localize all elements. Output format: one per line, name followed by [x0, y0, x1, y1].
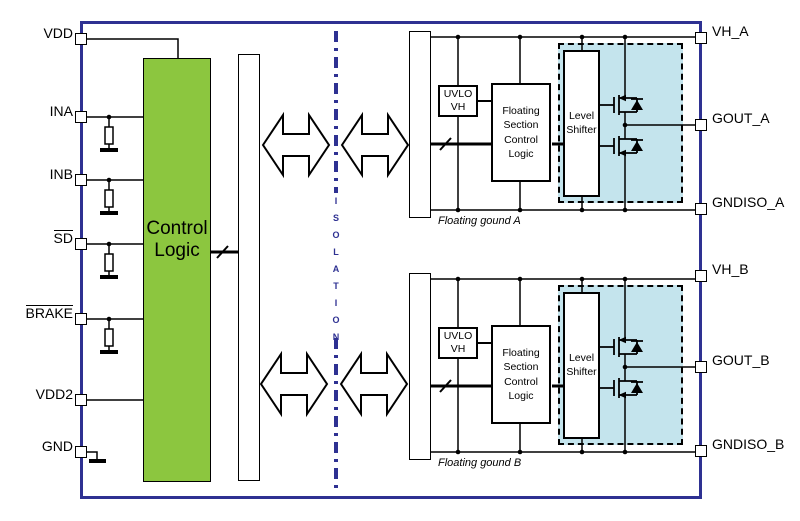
pin-pad-gout-b	[695, 361, 707, 373]
section-b-junctions	[455, 276, 628, 455]
body-diode-icon	[631, 383, 643, 393]
pin-pad-brake	[75, 313, 87, 325]
pin-pad-sd	[75, 238, 87, 250]
arrow-a-right-icon	[340, 111, 410, 179]
pin-pad-gndiso-b	[695, 445, 707, 457]
body-diode-icon	[631, 342, 643, 352]
resistor-sd	[100, 244, 118, 279]
pin-pad-vdd2	[75, 394, 87, 406]
mosfet-high-side-b-icon	[600, 336, 643, 357]
pin-label-vh-b: VH_B	[712, 261, 749, 277]
pin-text: INB	[49, 166, 73, 182]
floating-ground-b-label: Floating gound B	[438, 457, 522, 469]
resistor-ina	[100, 117, 118, 152]
left-pin-wires	[87, 38, 179, 463]
pin-text: VDD2	[35, 386, 73, 402]
pin-label-vdd: VDD	[0, 25, 73, 41]
bus-slash	[216, 245, 229, 259]
interface-bar-section-b	[409, 273, 431, 460]
arrow-b-left-icon	[259, 350, 329, 418]
pin-pad-vdd	[75, 33, 87, 45]
pin-text: INA	[49, 103, 73, 119]
floating-section-control-logic-a: Floating Section Control Logic	[491, 83, 551, 182]
pin-text: VDD	[43, 25, 73, 41]
pin-label-gnd: GND	[0, 438, 73, 454]
arrow-b-right-icon	[339, 350, 409, 418]
body-diode-icon	[631, 100, 643, 110]
section-a-junctions	[106, 34, 628, 322]
section-b-bus-slash	[439, 379, 452, 393]
floating-ground-a-label: Floating gound A	[438, 215, 521, 227]
pin-label-sd: SD	[0, 230, 73, 246]
section-a-bus-slash	[439, 137, 452, 151]
mosfet-low-side-a-icon	[600, 136, 643, 157]
pin-label-vh-a: VH_A	[712, 23, 749, 39]
mosfet-low-side-b-icon	[600, 378, 643, 399]
control-logic-label: Control Logic	[146, 218, 208, 261]
level-shifter-block-b: Level Shifter	[563, 292, 600, 439]
vdd-wire	[87, 38, 179, 58]
pin-label-gndiso-b: GNDISO_B	[712, 436, 785, 452]
body-diode-icon	[631, 141, 643, 151]
pin-text: GND	[41, 438, 73, 454]
isolation-label: ISOLATION	[331, 196, 341, 349]
bidirectional-arrows	[259, 111, 410, 418]
pin-pad-gndiso-a	[695, 203, 707, 215]
interface-bar-low-side	[238, 54, 260, 481]
uvlo-vh-block-a: UVLO VH	[438, 85, 478, 117]
mosfet-high-side-a-icon	[600, 94, 643, 115]
gnd-wire	[87, 451, 98, 461]
ic-boundary	[80, 21, 702, 499]
control-logic-block	[143, 58, 211, 482]
pin-pad-vh-a	[695, 32, 707, 44]
resistor-brake	[100, 319, 118, 354]
pin-text-overline: SD	[53, 230, 73, 246]
floating-section-control-logic-b: Floating Section Control Logic	[491, 325, 551, 424]
pin-label-inb: INB	[0, 166, 73, 182]
section-b-wires	[431, 278, 695, 453]
resistor-inb	[100, 180, 118, 215]
pin-pad-gout-a	[695, 119, 707, 131]
pin-label-ina: INA	[0, 103, 73, 119]
interface-bar-section-a	[409, 31, 431, 218]
pin-pad-gnd	[75, 446, 87, 458]
pin-pad-inb	[75, 174, 87, 186]
pin-text-overline: BRAKE	[25, 305, 73, 321]
pin-label-gout-b: GOUT_B	[712, 352, 770, 368]
arrow-a-left-icon	[261, 111, 331, 179]
main-bus	[211, 245, 238, 259]
pin-pad-ina	[75, 111, 87, 123]
pin-pad-vh-b	[695, 270, 707, 282]
uvlo-vh-block-b: UVLO VH	[438, 327, 478, 359]
pin-label-gndiso-a: GNDISO_A	[712, 194, 785, 210]
pin-label-gout-a: GOUT_A	[712, 110, 770, 126]
level-shifter-block-a: Level Shifter	[563, 50, 600, 197]
pin-label-vdd2: VDD2	[0, 386, 73, 402]
pin-label-brake: BRAKE	[0, 305, 73, 321]
section-a-wires	[431, 36, 695, 211]
